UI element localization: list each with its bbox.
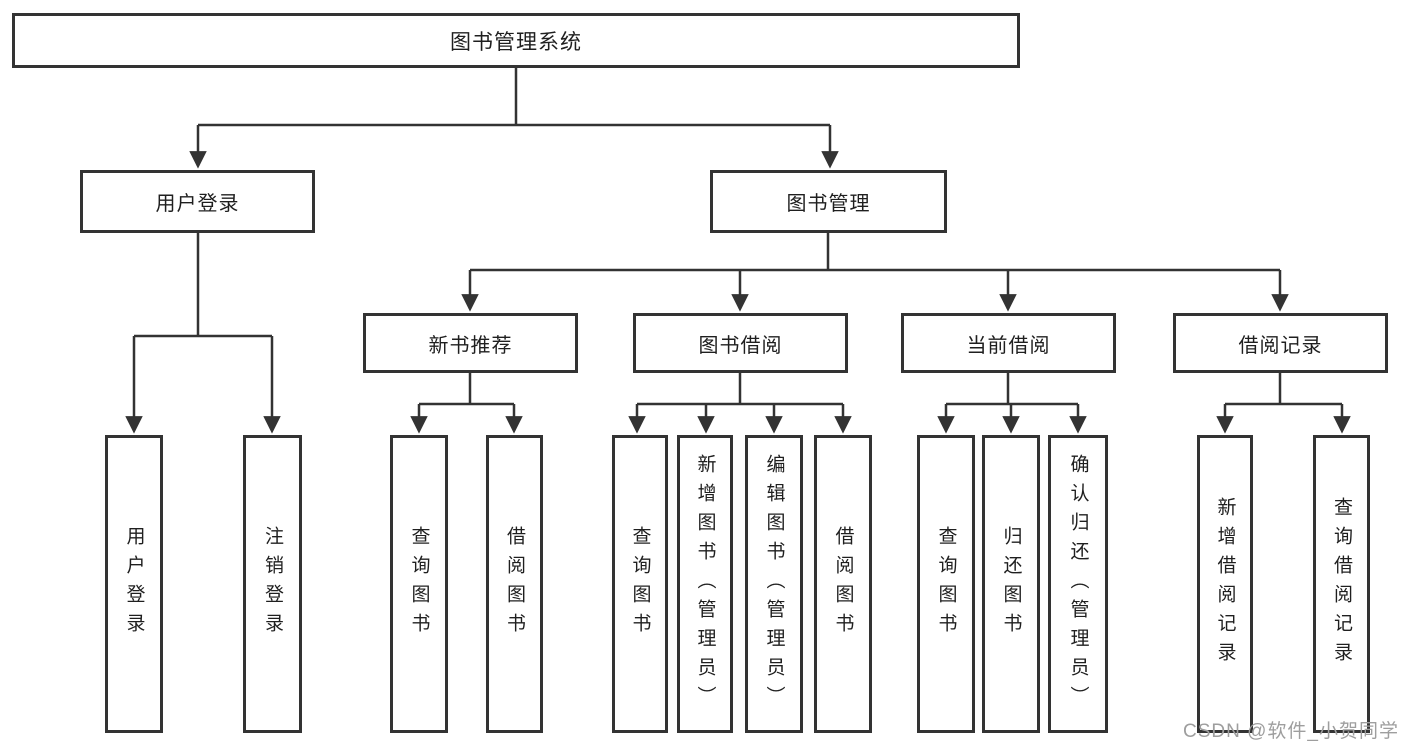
node-borrow-records: 借阅记录 (1173, 313, 1388, 373)
leaf-add-borrow-record: 新增借阅记录 (1197, 435, 1253, 733)
leaf-edit-books-admin: 编辑图书（管理员） (745, 435, 803, 733)
leaf-query-books-current: 查询图书 (917, 435, 975, 733)
node-current-borrow: 当前借阅 (901, 313, 1116, 373)
leaf-logout: 注销登录 (243, 435, 302, 733)
leaf-borrow-books-recommend: 借阅图书 (486, 435, 543, 733)
leaf-borrow-books: 借阅图书 (814, 435, 872, 733)
leaf-query-books-borrow: 查询图书 (612, 435, 668, 733)
leaf-user-login: 用户登录 (105, 435, 163, 733)
leaf-return-books: 归还图书 (982, 435, 1040, 733)
leaf-query-books-recommend: 查询图书 (390, 435, 448, 733)
leaf-confirm-return-admin: 确认归还（管理员） (1048, 435, 1108, 733)
leaf-add-books-admin: 新增图书（管理员） (677, 435, 733, 733)
node-user-login: 用户登录 (80, 170, 315, 233)
node-book-management: 图书管理 (710, 170, 947, 233)
node-book-borrow: 图书借阅 (633, 313, 848, 373)
root-node-library-system: 图书管理系统 (12, 13, 1020, 68)
node-new-book-recommend: 新书推荐 (363, 313, 578, 373)
leaf-query-borrow-record: 查询借阅记录 (1313, 435, 1370, 733)
